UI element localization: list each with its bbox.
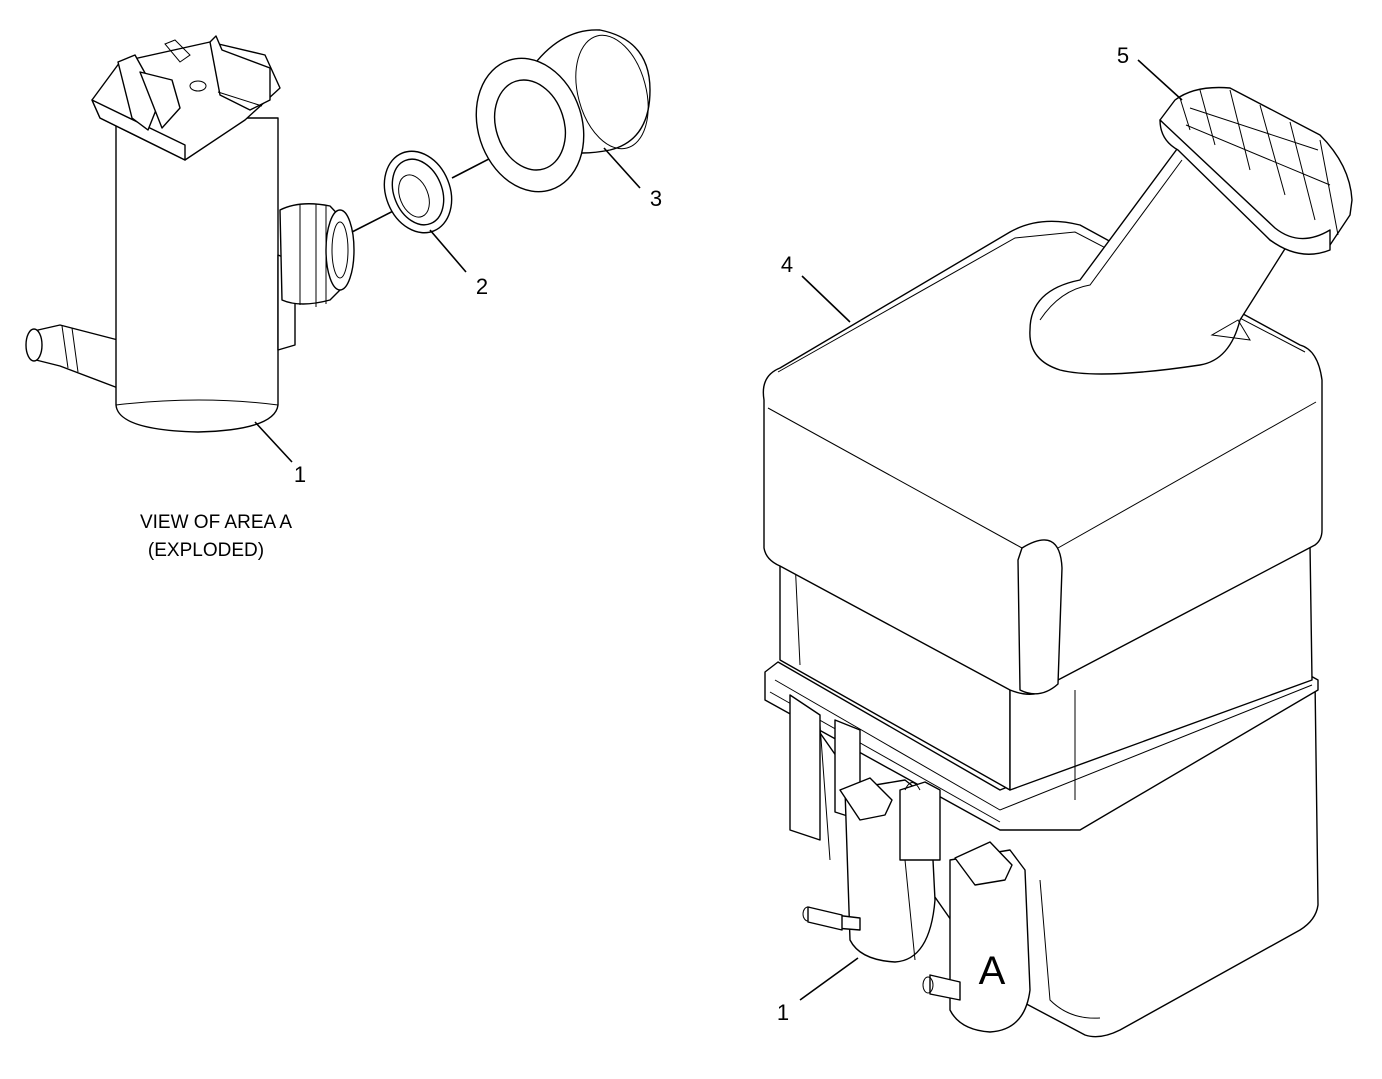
callout-grommet: 3 <box>650 186 662 211</box>
leader-cap <box>1137 59 1183 101</box>
callout-seal: 2 <box>476 274 488 299</box>
leader-pump-main <box>799 957 859 1001</box>
filler-cap <box>1159 86 1353 255</box>
area-label: A <box>979 949 1006 993</box>
leader-seal <box>429 229 467 273</box>
callout-cap: 5 <box>1117 43 1129 68</box>
grommet <box>475 29 651 193</box>
callout-tank: 4 <box>781 252 793 277</box>
view-caption-line2: (EXPLODED) <box>148 540 264 561</box>
callout-pump-detail: 1 <box>294 462 306 487</box>
washer-tank <box>762 144 1323 1038</box>
washer-pump-detail <box>25 35 355 433</box>
leader-pump-detail <box>254 421 293 463</box>
view-caption-line1: VIEW OF AREA A <box>140 512 292 533</box>
callout-pump-main: 1 <box>777 1000 789 1025</box>
leader-tank <box>801 275 851 323</box>
seal-ring <box>383 150 453 234</box>
leader-grommet <box>603 147 641 189</box>
